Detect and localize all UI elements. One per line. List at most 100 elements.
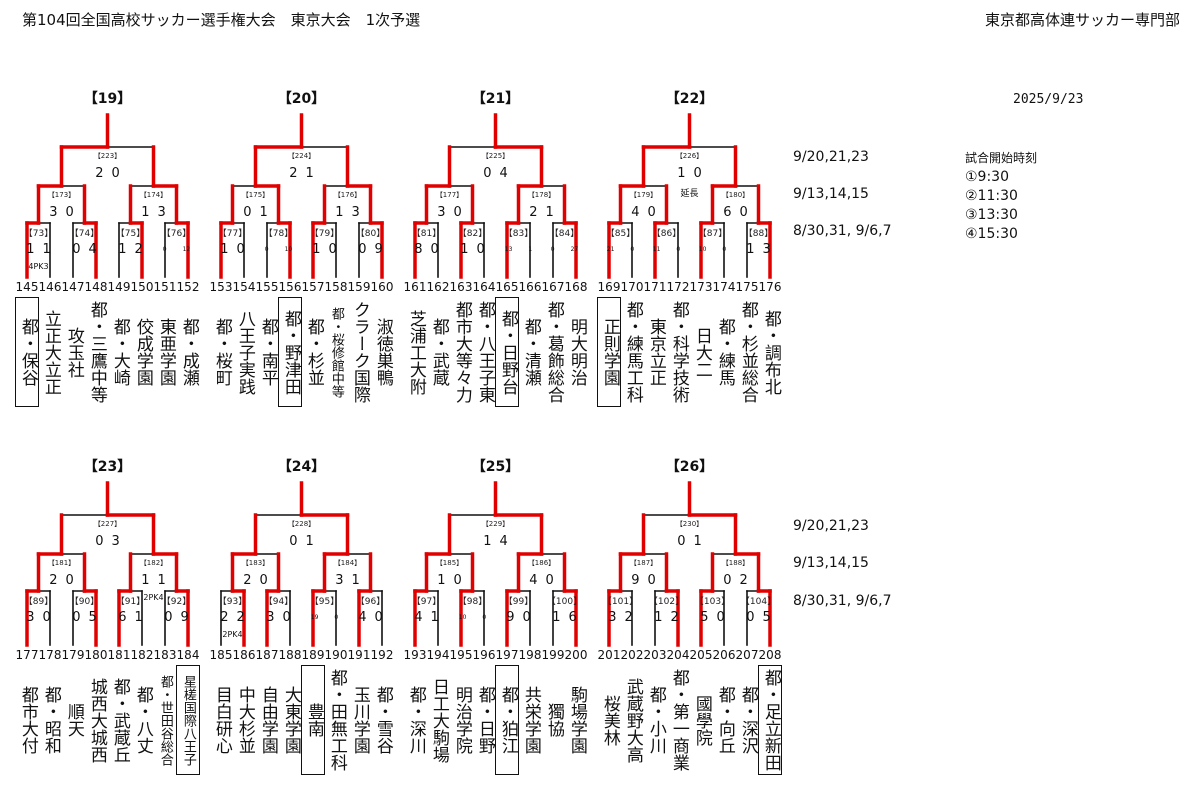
score-left: 1 bbox=[677, 166, 686, 181]
score-right: 2 bbox=[236, 610, 245, 625]
team-name: 日大二 bbox=[689, 297, 713, 407]
team-name: 東京立正 bbox=[643, 297, 667, 407]
organizer: 東京都高体連サッカー専門部 bbox=[985, 11, 1181, 29]
match-number: 【187】 bbox=[629, 559, 658, 567]
score-left: 1 bbox=[220, 242, 229, 257]
match-number: 【95】 bbox=[309, 597, 340, 607]
slot-number: 152 bbox=[176, 280, 200, 294]
team-name: 攻玉社 bbox=[61, 297, 85, 407]
team-name: 東亜学園 bbox=[153, 297, 177, 407]
match-note: 4PK3 bbox=[28, 262, 49, 271]
score-right: 9 bbox=[374, 242, 383, 257]
match-number: 【176】 bbox=[333, 191, 362, 199]
score-right: 0 bbox=[676, 246, 681, 253]
match-number: 【186】 bbox=[527, 559, 556, 567]
team-name-text: 目白研心 bbox=[211, 686, 232, 754]
score-right: 0 bbox=[482, 614, 487, 621]
score-left: 0 bbox=[483, 166, 492, 181]
slot-number: 200 bbox=[564, 648, 588, 662]
score-left: 4 bbox=[529, 573, 538, 588]
team-name-text: 都・小川 bbox=[645, 686, 666, 754]
team-name: 都・三鷹中等 bbox=[84, 297, 108, 407]
match-number: 【182】 bbox=[139, 559, 168, 567]
team-name-text: 東亜学園 bbox=[155, 318, 176, 386]
match-number: 【175】 bbox=[241, 191, 270, 199]
score-right: 0 bbox=[430, 242, 439, 257]
slot-number: 190 bbox=[324, 648, 348, 662]
team-name: 芝浦工大附 bbox=[403, 297, 427, 407]
slot-number: 161 bbox=[403, 280, 427, 294]
team-name: 目白研心 bbox=[209, 665, 233, 775]
team-name-text: 都・田無工科 bbox=[326, 669, 347, 771]
team-name-text: 都・向丘 bbox=[714, 686, 735, 754]
slot-number: 181 bbox=[107, 648, 131, 662]
slot-number: 194 bbox=[426, 648, 450, 662]
match-number: 【103】 bbox=[694, 597, 731, 607]
score-left: 1 bbox=[26, 242, 35, 257]
score-left: 21 bbox=[606, 246, 615, 253]
team-name-text: 都・大崎 bbox=[109, 318, 130, 386]
team-name-text: 星槎国際八王子 bbox=[180, 674, 196, 766]
match-number: 【92】 bbox=[161, 597, 192, 607]
team-name: 都市大付 bbox=[15, 665, 39, 775]
score-left: 19 bbox=[310, 614, 319, 621]
team-name-text: 芝浦工大附 bbox=[405, 309, 426, 395]
team-name: 淑徳巣鴨 bbox=[370, 297, 394, 407]
team-name: 都・杉並 bbox=[301, 297, 325, 407]
block-title: 【26】 bbox=[665, 459, 714, 475]
score-left: 5 bbox=[700, 610, 709, 625]
score-right: 4 bbox=[499, 166, 508, 181]
slot-number: 175 bbox=[735, 280, 759, 294]
score-left: 3 bbox=[266, 610, 275, 625]
score-left: 0 bbox=[72, 242, 81, 257]
document-date: 2025/9/23 bbox=[1013, 92, 1084, 107]
score-left: 1 bbox=[746, 242, 755, 257]
start-time: ③13:30 bbox=[965, 207, 1018, 223]
team-name: クラーク国際 bbox=[347, 297, 371, 407]
slot-number: 182 bbox=[130, 648, 154, 662]
team-name-text: 都・日野台 bbox=[497, 309, 518, 395]
score-left: 1 bbox=[483, 534, 492, 549]
score-left: 9 bbox=[506, 610, 515, 625]
team-name-text: 都・保谷 bbox=[17, 318, 38, 386]
score-left: 0 bbox=[723, 573, 732, 588]
team-name: 八王子実践 bbox=[232, 297, 256, 407]
score-left: 0 bbox=[746, 610, 755, 625]
team-name-text: 都・雪谷 bbox=[372, 686, 393, 754]
team-name: 都・桜修館中等 bbox=[324, 297, 348, 407]
slot-number: 145 bbox=[15, 280, 39, 294]
score-right: 1 bbox=[545, 205, 554, 220]
score-left: 3 bbox=[437, 205, 446, 220]
match-number: 【91】 bbox=[115, 597, 146, 607]
score-right: 2 bbox=[739, 573, 748, 588]
round2-dates: 9/13,14,15 bbox=[793, 555, 869, 571]
team-name-text: 都・杉並総合 bbox=[737, 301, 758, 403]
score-right: 1 bbox=[351, 573, 360, 588]
team-name-text: 立正大立正 bbox=[40, 309, 61, 395]
score-left: 0 bbox=[95, 534, 104, 549]
match-number: 【76】 bbox=[161, 229, 192, 239]
team-name: 駒場学園 bbox=[564, 665, 588, 775]
team-name-text: 都・清瀬 bbox=[520, 318, 541, 386]
match-number: 【180】 bbox=[721, 191, 750, 199]
slot-number: 186 bbox=[232, 648, 256, 662]
slot-number: 178 bbox=[38, 648, 62, 662]
block-title: 【23】 bbox=[83, 459, 132, 475]
slot-number: 198 bbox=[518, 648, 542, 662]
team-name-text: 武蔵野大高 bbox=[622, 677, 643, 763]
score-left: 1 bbox=[437, 573, 446, 588]
block-title: 【19】 bbox=[83, 91, 132, 107]
match-number: 【183】 bbox=[241, 559, 270, 567]
team-name-text: 都・野津田 bbox=[280, 309, 301, 395]
